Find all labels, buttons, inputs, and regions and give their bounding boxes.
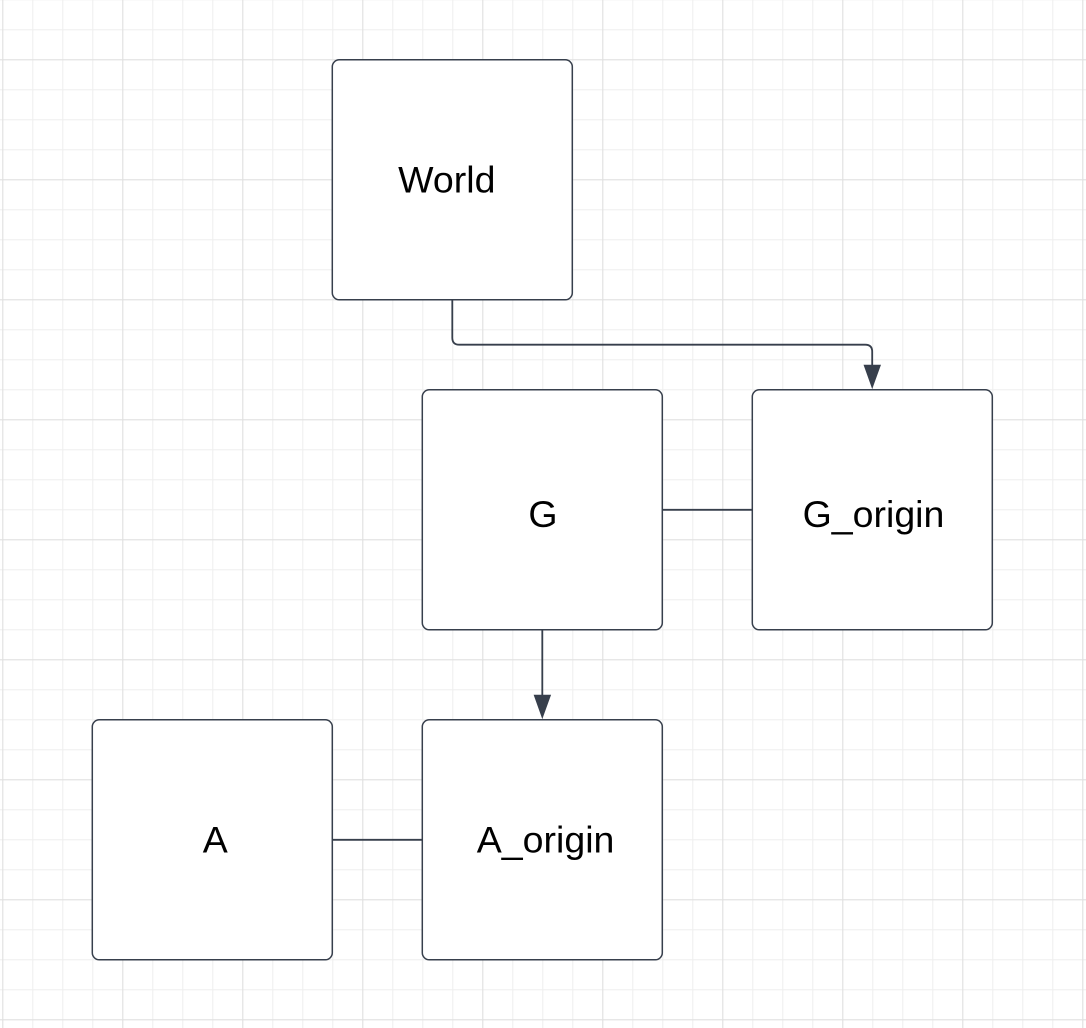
- svg-text:G: G: [528, 493, 557, 535]
- svg-text:A_origin: A_origin: [477, 818, 615, 860]
- svg-text:A: A: [203, 818, 228, 860]
- svg-text:G_origin: G_origin: [803, 493, 945, 535]
- svg-text:World: World: [398, 158, 495, 200]
